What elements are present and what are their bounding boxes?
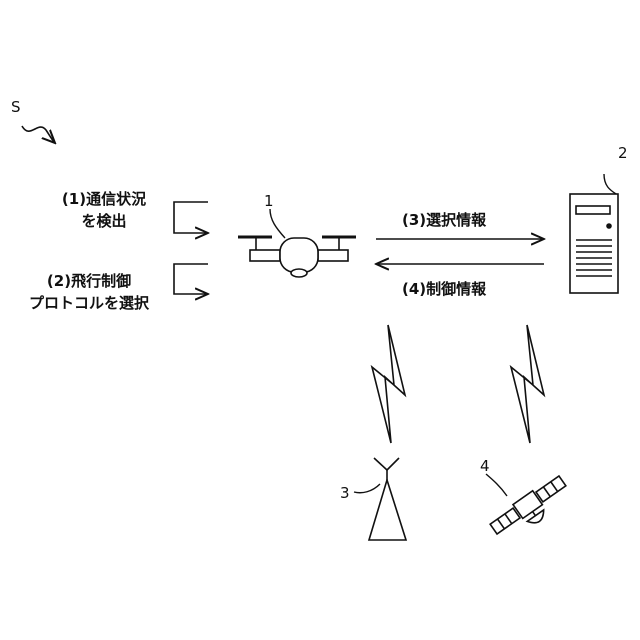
- step2-text: (2)飛行制御 プロトコルを選択: [10, 270, 168, 314]
- step2-line1: (2)飛行制御: [10, 270, 168, 292]
- lightning-right-icon: [511, 325, 544, 443]
- step4-text: (4)制御情報: [402, 278, 486, 300]
- base-station-ref: 3: [340, 482, 350, 504]
- step2-loop-arrow: [174, 264, 208, 294]
- step1-line1: (1)通信状況: [44, 188, 164, 210]
- server-ref: 2: [618, 142, 628, 164]
- drone-icon: [238, 209, 356, 277]
- system-arrow: [22, 126, 55, 143]
- base-station-icon: [354, 458, 406, 540]
- step1-text: (1)通信状況 を検出: [44, 188, 164, 232]
- step1-line2: を検出: [44, 210, 164, 232]
- system-label: S: [11, 96, 21, 118]
- satellite-icon: [486, 474, 574, 546]
- step2-line2: プロトコルを選択: [10, 292, 168, 314]
- drone-ref: 1: [264, 190, 274, 212]
- satellite-ref: 4: [480, 455, 490, 477]
- server-icon: [570, 174, 618, 293]
- lightning-left-icon: [372, 325, 405, 443]
- step1-loop-arrow: [174, 202, 208, 233]
- step3-text: (3)選択情報: [402, 209, 486, 231]
